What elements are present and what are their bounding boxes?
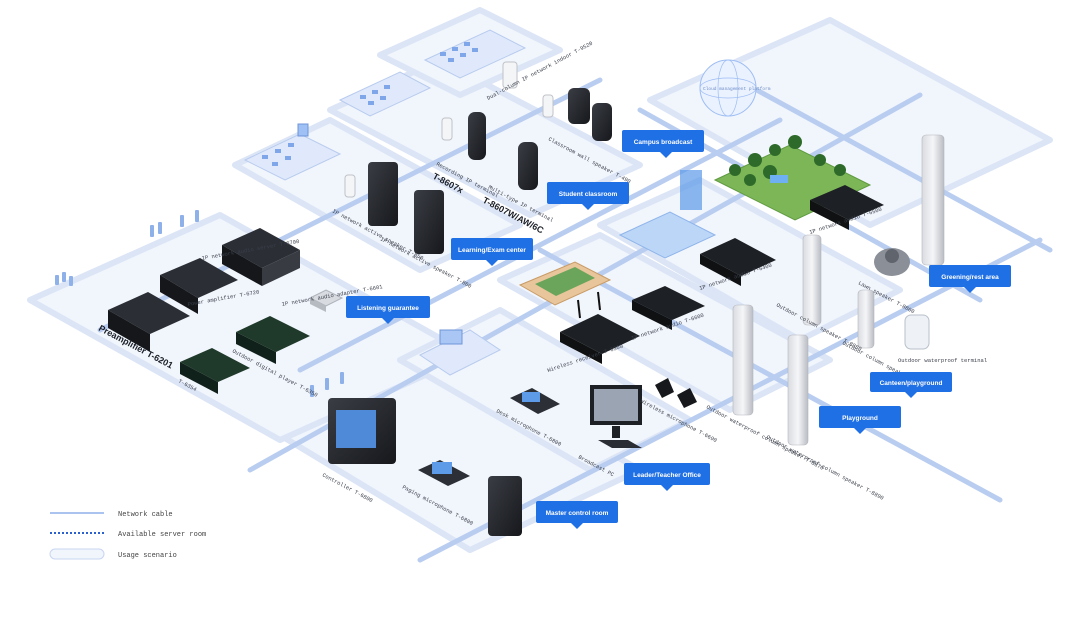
device-wireless-rack <box>560 291 640 364</box>
scenario-tags[interactable]: Campus broadcast Student classroom Learn… <box>346 130 1011 529</box>
svg-text:Playground: Playground <box>842 415 878 422</box>
device-wall-terminal <box>904 314 930 350</box>
legend-server-room-label: Available server room <box>118 531 206 539</box>
device-outdoor-pillars <box>732 134 945 446</box>
tag-canteen-playground[interactable]: Canteen/playground <box>870 372 952 398</box>
tag-leader-teacher-office[interactable]: Leader/Teacher Office <box>624 463 710 491</box>
svg-text:Leader/Teacher Office: Leader/Teacher Office <box>633 472 701 479</box>
device-desk-mic <box>510 388 560 414</box>
device-rack-green <box>810 185 884 230</box>
device-paging-mic <box>418 460 470 486</box>
device-active-speakers <box>368 162 444 254</box>
device-multi-terminal <box>518 142 538 190</box>
device-rack-canteen <box>700 238 776 286</box>
device-pole-speakers <box>344 61 554 198</box>
svg-text:Student classroom: Student classroom <box>559 191 618 198</box>
label-wall-terminal: Outdoor waterproof terminal <box>898 357 987 364</box>
device-pa-pc <box>590 385 642 448</box>
svg-text:Canteen/playground: Canteen/playground <box>880 380 943 387</box>
svg-text:Master control room: Master control room <box>546 510 609 517</box>
tag-greening-rest-area[interactable]: Greening/rest area <box>929 265 1011 293</box>
tag-playground[interactable]: Playground <box>819 406 901 434</box>
cloud-globe: Cloud management platform <box>699 59 771 117</box>
device-monitor <box>328 398 396 464</box>
device-rack-units-left <box>108 228 310 394</box>
device-terminal-t8607 <box>468 112 486 160</box>
device-dual-column-speaker <box>568 88 612 141</box>
svg-text:Learning/Exam center: Learning/Exam center <box>458 247 526 254</box>
device-wireless-mics <box>655 378 697 408</box>
tag-student-classroom[interactable]: Student classroom <box>547 182 629 210</box>
tag-learning-center[interactable]: Learning/Exam center <box>451 238 533 266</box>
label-outdoor-pillar-2: Outdoor waterproof column speaker T-8890 <box>765 434 885 502</box>
legend-usage-scenario-swatch <box>49 548 105 560</box>
device-rack-play <box>632 286 705 330</box>
svg-text:Greening/rest area: Greening/rest area <box>941 274 999 281</box>
svg-text:Listening guarantee: Listening guarantee <box>357 305 419 312</box>
device-audio-router <box>308 289 344 312</box>
tag-master-control-room[interactable]: Master control room <box>536 501 618 529</box>
tag-campus-broadcast[interactable]: Campus broadcast <box>622 130 704 158</box>
device-master-rack <box>488 476 522 536</box>
device-rock-speaker <box>874 248 910 276</box>
legend: Network cable Available server room Usag… <box>49 511 206 560</box>
legend-network-cable-label: Network cable <box>118 511 173 519</box>
svg-text:Campus broadcast: Campus broadcast <box>634 139 693 146</box>
cloud-label: Cloud management platform <box>703 86 771 92</box>
tag-listening-guarantee[interactable]: Listening guarantee <box>346 296 430 324</box>
legend-usage-scenario-label: Usage scenario <box>118 552 177 560</box>
